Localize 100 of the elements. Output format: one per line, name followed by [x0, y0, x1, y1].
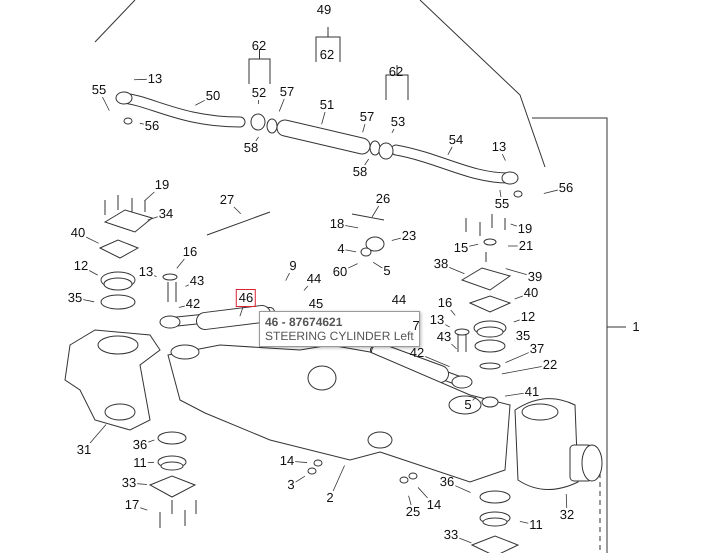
callout-number: 11: [132, 456, 148, 470]
callout-number: 38: [432, 257, 450, 271]
callout-number: 13: [428, 313, 446, 327]
leader-line: [424, 356, 450, 368]
callout-number: 19: [516, 222, 534, 236]
part-number: 46 - 87674621: [265, 315, 344, 329]
callout-number: 60: [332, 265, 348, 279]
leader-line: [147, 462, 154, 464]
callout-number: 36: [438, 475, 456, 489]
leader-line: [148, 440, 155, 443]
callout-number: 56: [144, 119, 160, 133]
leader-line: [140, 507, 148, 510]
leader-line: [418, 487, 428, 498]
callout-number: 39: [526, 270, 544, 284]
callout-number: 37: [528, 342, 546, 356]
callout-number: 46: [236, 289, 256, 307]
callout-number: 43: [188, 274, 206, 288]
callout-number: 22: [542, 358, 558, 372]
callout-number: 1: [631, 320, 641, 334]
leader-line: [88, 270, 98, 276]
leader-line: [82, 299, 95, 302]
callout-number: 2: [325, 491, 335, 505]
leader-line: [391, 238, 402, 241]
callout-number: 25: [404, 505, 422, 519]
callout-number: 55: [90, 83, 108, 97]
callout-number: 4: [336, 242, 346, 256]
leader-line: [510, 224, 518, 227]
leader-line: [194, 100, 206, 106]
callout-number: 54: [448, 133, 464, 147]
callout-number: 9: [288, 259, 298, 273]
callout-number: 43: [436, 330, 452, 344]
leader-line: [472, 396, 478, 401]
leader-line: [362, 124, 366, 133]
leader-line: [502, 154, 506, 161]
leader-line: [513, 319, 520, 322]
callout-number: 14: [278, 454, 296, 468]
callout-number: 16: [436, 296, 454, 310]
leader-line: [134, 78, 148, 80]
callout-number: 35: [514, 329, 532, 343]
leader-line: [139, 122, 144, 125]
callout-number: 58: [242, 141, 260, 155]
leader-line: [519, 520, 529, 524]
leader-line: [304, 286, 308, 291]
leader-line: [514, 296, 524, 300]
leader-line: [451, 344, 458, 350]
leader-line: [392, 128, 394, 134]
leader-line: [154, 275, 157, 277]
callout-number: 12: [72, 259, 90, 273]
leader-line: [295, 476, 306, 482]
leader-line: [454, 485, 471, 493]
leader-line: [278, 98, 285, 112]
leader-line: [90, 424, 106, 444]
part-description: STEERING CYLINDER Left: [265, 329, 414, 343]
leader-line: [285, 272, 290, 282]
callout-number: 3: [286, 478, 296, 492]
callout-number: 16: [182, 245, 198, 259]
leader-line: [364, 158, 370, 166]
callout-number: 42: [184, 297, 202, 311]
callout-number: 5: [382, 264, 392, 278]
callout-number: 7: [412, 319, 421, 333]
callout-number: 23: [400, 229, 418, 243]
callout-number: 17: [124, 498, 140, 512]
leader-line: [500, 190, 502, 198]
leader-line: [504, 392, 524, 396]
callout-number: 51: [318, 98, 336, 112]
callout-number: 62: [318, 48, 336, 62]
leader-line: [502, 366, 542, 374]
leader-line: [178, 306, 186, 308]
leader-line: [372, 262, 383, 268]
leader-line: [332, 465, 345, 492]
leader-line: [86, 236, 100, 244]
leader-line: [136, 483, 148, 485]
leader-line: [321, 112, 326, 125]
callout-number: 33: [442, 528, 460, 542]
callout-number: 13: [490, 140, 508, 154]
callout-number: 14: [426, 498, 442, 512]
leader-line: [176, 258, 185, 269]
leader-line: [408, 495, 412, 506]
callout-number: 55: [494, 197, 510, 211]
leader-line: [345, 249, 356, 252]
leader-line: [234, 206, 242, 214]
leader-line: [505, 268, 528, 276]
callout-number: 12: [520, 310, 536, 324]
callout-number: 40: [70, 226, 86, 240]
callout-number: 13: [146, 72, 164, 86]
leader-line: [543, 190, 558, 194]
callout-number: 57: [278, 85, 296, 99]
leader-line: [468, 244, 479, 247]
leader-line: [450, 310, 456, 316]
callout-number: 40: [522, 286, 540, 300]
callout-number: 34: [158, 207, 174, 221]
callout-number: 32: [558, 508, 576, 522]
leader-line: [147, 216, 158, 220]
callout-number: 44: [306, 272, 322, 286]
callout-number: 19: [154, 178, 170, 192]
callout-number: 42: [408, 346, 426, 360]
callout-number: 45: [308, 297, 324, 311]
leader-line: [144, 192, 155, 202]
leader-line: [444, 324, 450, 328]
leader-line: [258, 100, 259, 104]
